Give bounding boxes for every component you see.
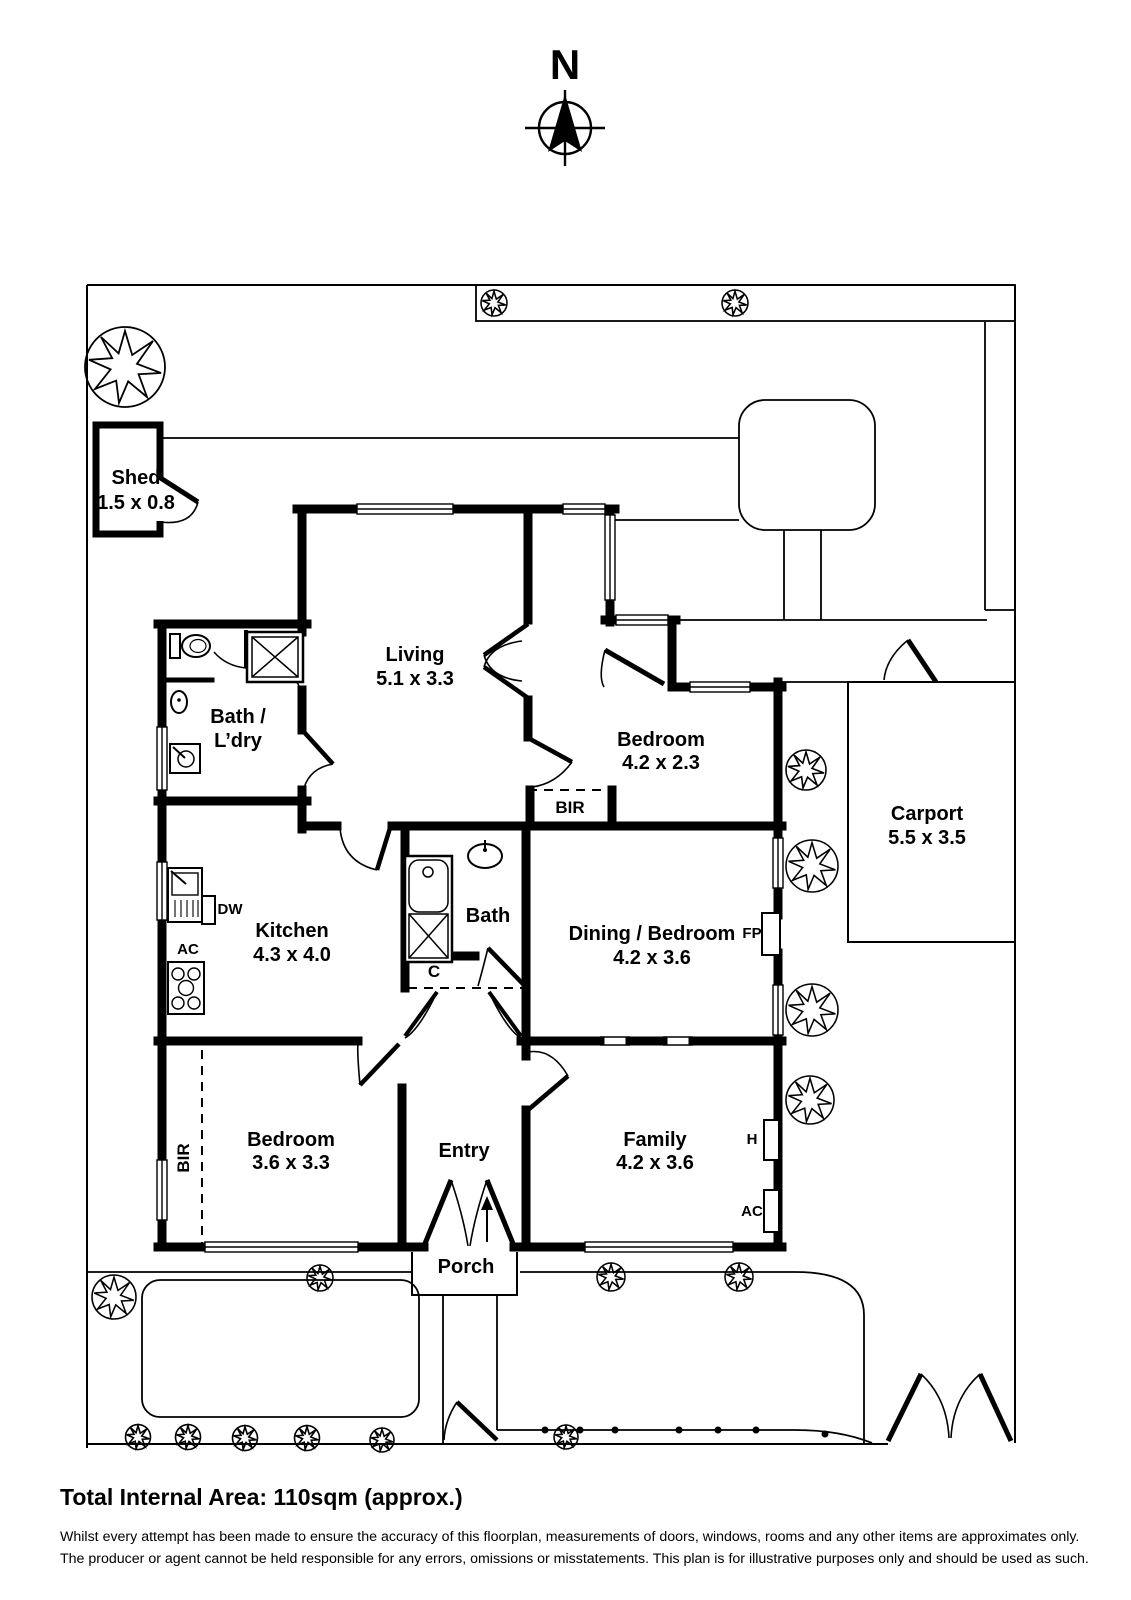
ac-family-label: AC — [741, 1203, 763, 1220]
tree-icon — [85, 327, 165, 407]
shed-dims: 1.5 x 0.8 — [97, 492, 175, 514]
bush-icon — [293, 1424, 321, 1452]
dashed-lines — [201, 789, 612, 1243]
fixtures — [167, 630, 781, 1233]
ac-unit-icon — [763, 1189, 780, 1233]
disclaimer-line2: The producer or agent cannot be held res… — [60, 1551, 1089, 1567]
family-label: Family — [623, 1129, 687, 1151]
compass-north-label: N — [549, 41, 581, 88]
heater-label: H — [746, 1131, 758, 1148]
tree-icon — [786, 1076, 834, 1124]
total-area-text: Total Internal Area: 110sqm (approx.) — [60, 1484, 463, 1510]
cupboard-label: C — [427, 962, 441, 981]
family-dims: 4.2 x 3.6 — [616, 1152, 694, 1174]
bedroom1-dims: 4.2 x 2.3 — [622, 752, 700, 774]
porch-label: Porch — [437, 1256, 495, 1278]
bush-icon — [124, 1423, 152, 1451]
bedroom1-label: Bedroom — [617, 729, 705, 751]
yard-lines — [86, 284, 1016, 1448]
bedroom2-dims: 3.6 x 3.3 — [252, 1152, 330, 1174]
bush-icon — [305, 1263, 335, 1293]
dining-bedroom-dims: 4.2 x 3.6 — [613, 947, 691, 969]
compass-icon — [525, 90, 605, 166]
shed-structure — [92, 421, 200, 538]
bir2-label: BIR — [174, 1143, 193, 1173]
carport-dims: 5.5 x 3.5 — [888, 827, 966, 849]
doors — [213, 622, 666, 1247]
bath-laundry-label: Bath / — [210, 706, 266, 728]
bush-icon — [720, 288, 750, 318]
carport-outline — [847, 681, 1016, 943]
kitchen-label: Kitchen — [255, 920, 329, 942]
entry-arrow-icon — [481, 1196, 493, 1210]
ac-kitchen-label: AC — [177, 941, 199, 958]
fence-posts — [541, 1426, 829, 1438]
gates — [443, 638, 1014, 1443]
disclaimer-line1: Whilst every attempt has been made to en… — [60, 1529, 1080, 1545]
carport-label: Carport — [890, 803, 964, 825]
bir1-label: BIR — [555, 798, 585, 817]
bush-icon — [174, 1423, 202, 1451]
opening-jambs — [600, 1036, 693, 1046]
dishwasher-label: DW — [217, 901, 243, 918]
tree-icon — [784, 748, 828, 792]
bath-laundry-label2: L’dry — [214, 730, 262, 752]
entry-label: Entry — [438, 1140, 490, 1162]
bush-icon — [231, 1424, 259, 1452]
living-label: Living — [385, 644, 445, 666]
tree-icon — [786, 840, 838, 892]
fireplace-icon — [761, 912, 781, 956]
bush-icon — [368, 1426, 396, 1454]
bedroom2-label: Bedroom — [247, 1129, 335, 1151]
windows — [156, 503, 784, 1253]
bush-icon — [595, 1261, 627, 1293]
porch-structure — [411, 1196, 518, 1296]
shed-label: Shed — [111, 467, 161, 489]
tree-icon — [786, 984, 838, 1036]
dining-bedroom-label: Dining / Bedroom — [568, 923, 736, 945]
tree-icon — [92, 1275, 136, 1319]
bath-label: Bath — [465, 905, 511, 927]
kitchen-dims: 4.3 x 4.0 — [253, 944, 331, 966]
heater-icon — [763, 1119, 780, 1161]
fireplace-label: FP — [742, 925, 762, 942]
bush-icon — [552, 1423, 580, 1451]
bush-icon — [723, 1261, 755, 1293]
bush-icon — [479, 288, 509, 318]
living-dims: 5.1 x 3.3 — [376, 668, 454, 690]
